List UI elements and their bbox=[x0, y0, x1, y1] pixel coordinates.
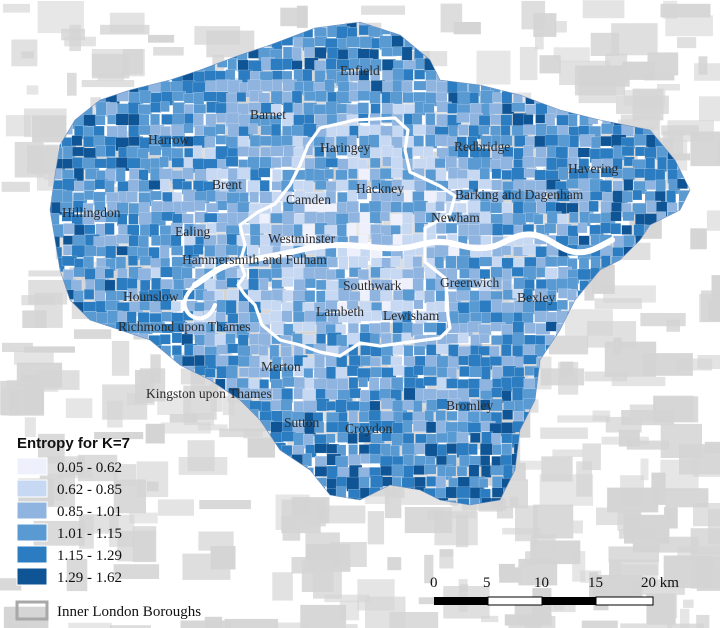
borough-label-bromley: Bromley bbox=[446, 398, 493, 413]
river-thames bbox=[192, 231, 615, 288]
legend-swatch-4 bbox=[16, 523, 48, 542]
borough-label-kingston-upon-thames: Kingston upon Thames bbox=[146, 386, 272, 401]
legend-inner-swatch bbox=[15, 600, 49, 621]
borough-label-lewisham: Lewisham bbox=[383, 308, 440, 323]
legend-label-6: 1.29 - 1.62 bbox=[57, 570, 122, 586]
legend-inner-label: Inner London Boroughs bbox=[57, 604, 201, 620]
scale-tick-0: 0 bbox=[430, 575, 438, 591]
borough-label-southwark: Southwark bbox=[343, 278, 402, 293]
borough-label-lambeth: Lambeth bbox=[316, 304, 364, 319]
legend-label-5: 1.15 - 1.29 bbox=[57, 548, 122, 564]
borough-label-redbridge: Redbridge bbox=[454, 139, 510, 154]
borough-label-ealing: Ealing bbox=[175, 224, 210, 239]
borough-label-croydon: Croydon bbox=[345, 421, 393, 436]
borough-label-havering: Havering bbox=[568, 161, 618, 176]
borough-label-hounslow: Hounslow bbox=[123, 289, 179, 304]
borough-label-merton: Merton bbox=[261, 359, 301, 374]
london-boundary bbox=[49, 21, 691, 506]
legend-swatch-6 bbox=[16, 567, 48, 586]
scale-segment-3 bbox=[542, 597, 596, 605]
borough-label-newham: Newham bbox=[431, 210, 480, 225]
scale-bar: 0 5 10 15 20 km bbox=[430, 575, 679, 606]
legend: Entropy for K=7 0.05 - 0.62 0.62 - 0.85 0.… bbox=[15, 435, 201, 621]
borough-label-camden: Camden bbox=[286, 192, 331, 207]
legend-label-4: 1.01 - 1.15 bbox=[57, 526, 122, 542]
scale-tick-15: 15 bbox=[588, 575, 603, 591]
scale-tick-10: 10 bbox=[534, 575, 549, 591]
borough-label-westminster: Westminster bbox=[268, 231, 336, 246]
scale-tick-20km: 20 km bbox=[641, 575, 679, 591]
borough-label-richmond-upon-thames: Richmond upon Thames bbox=[118, 319, 251, 334]
borough-label-hillingdon: Hillingdon bbox=[62, 205, 121, 220]
legend-label-1: 0.05 - 0.62 bbox=[57, 460, 122, 476]
scale-tick-5: 5 bbox=[483, 575, 491, 591]
scale-segment-4 bbox=[595, 596, 654, 606]
borough-label-sutton: Sutton bbox=[284, 415, 320, 430]
borough-label-barnet: Barnet bbox=[250, 107, 286, 122]
legend-label-2: 0.62 - 0.85 bbox=[57, 482, 122, 498]
borough-label-enfield: Enfield bbox=[340, 63, 380, 78]
borough-label-bexley: Bexley bbox=[517, 290, 555, 305]
borough-label-hackney: Hackney bbox=[356, 181, 404, 196]
legend-title: Entropy for K=7 bbox=[17, 435, 130, 452]
legend-swatch-1 bbox=[16, 457, 48, 476]
legend-swatch-5 bbox=[16, 545, 48, 564]
borough-label-greenwich: Greenwich bbox=[440, 275, 499, 290]
legend-swatch-3 bbox=[16, 501, 48, 520]
borough-label-barking-and-dagenham: Barking and Dagenham bbox=[455, 187, 584, 202]
legend-label-3: 0.85 - 1.01 bbox=[57, 504, 122, 520]
river-thames-west bbox=[182, 283, 217, 321]
borough-label-brent: Brent bbox=[212, 177, 242, 192]
borough-label-harrow: Harrow bbox=[148, 132, 189, 147]
borough-label-haringey: Haringey bbox=[320, 140, 370, 155]
borough-label-hammersmith-and-fulham: Hammersmith and Fulham bbox=[182, 252, 327, 267]
scale-segment-1 bbox=[434, 597, 488, 605]
legend-swatch-2 bbox=[16, 479, 48, 498]
inner-london-boundary bbox=[236, 116, 457, 358]
scale-segment-2 bbox=[487, 596, 543, 606]
